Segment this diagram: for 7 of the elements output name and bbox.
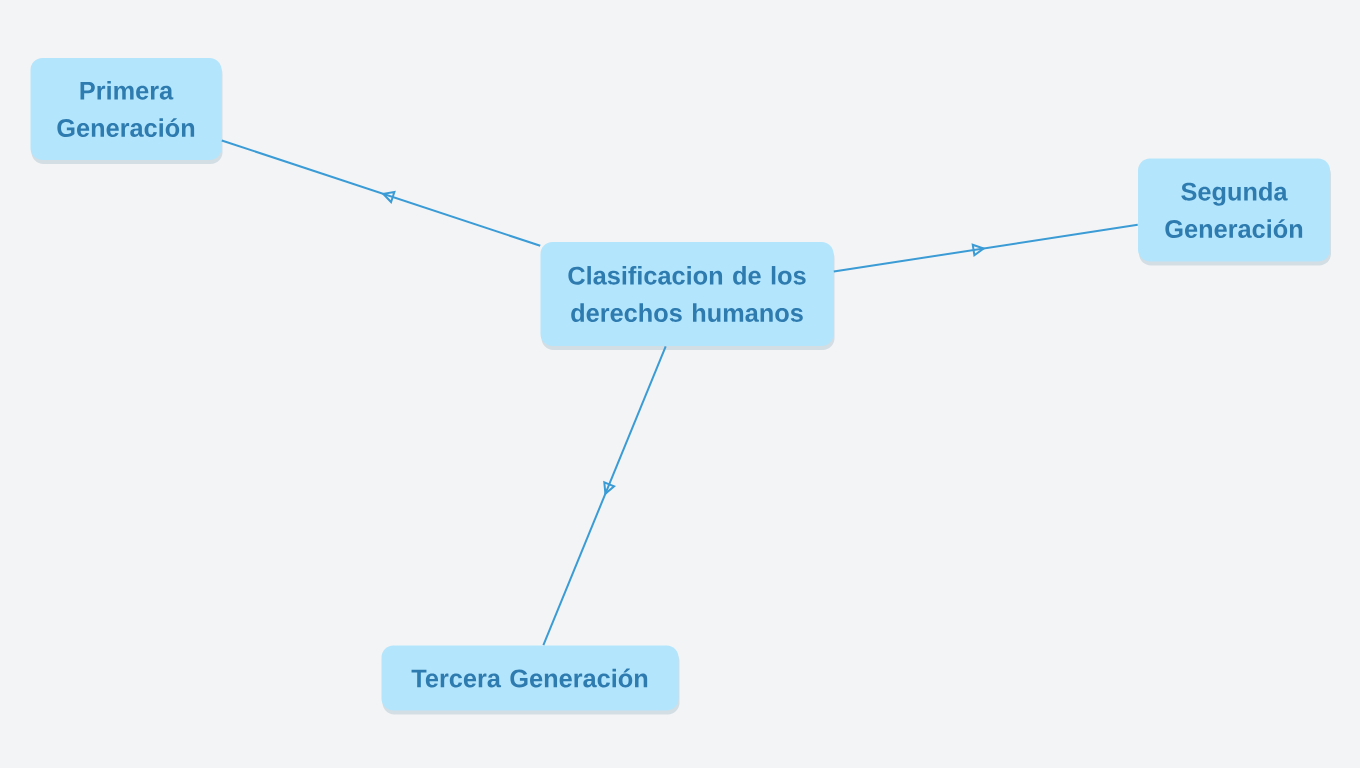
arrow — [220, 139, 542, 247]
arrow — [832, 223, 1139, 273]
concept-box: Segunda Generación — [1138, 158, 1330, 262]
concept-box: Primera Generación — [30, 58, 222, 160]
concept-box: Tercera Generación — [381, 645, 679, 711]
concept-box: Clasificacion de los derechos humanos — [540, 242, 834, 346]
arrow — [542, 345, 667, 647]
